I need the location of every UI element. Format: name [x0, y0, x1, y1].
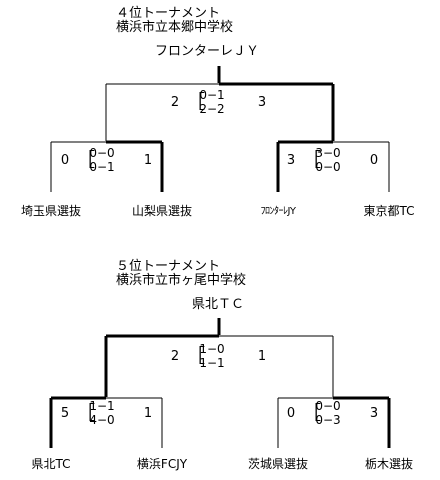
- t2-team-1: 県北TC: [31, 457, 71, 471]
- t1-semi2-half2: 0−0: [315, 160, 341, 174]
- t1-final-half1: 0−1: [199, 88, 225, 102]
- t2-semi1-right-goals: 1: [143, 406, 153, 421]
- t2-final-bracket-open: ［: [186, 345, 206, 367]
- t2-semi2-half1: 0−0: [315, 399, 341, 413]
- t2-semi1-half2: 4−0: [89, 413, 115, 427]
- t1-final-right-goals: 3: [257, 95, 267, 110]
- t1-semi1-left-goals: 0: [60, 153, 70, 168]
- t2-title: ５位トーナメント: [116, 259, 221, 274]
- t2-semi1-half1: 1−1: [89, 399, 115, 413]
- t1-team-2: 山梨県選抜: [131, 204, 192, 218]
- t2-final-half2: 1−1: [199, 356, 225, 370]
- t2-semi1-left-goals: 5: [60, 406, 70, 421]
- t2-final-half1: 1−0: [199, 342, 225, 356]
- t1-winner: フロンターレＪＹ: [155, 44, 260, 59]
- t2-team-4: 栃木選抜: [364, 457, 413, 471]
- t2-team-3: 茨城県選抜: [247, 457, 308, 471]
- t1-team-3: ﾌﾛﾝﾀｰﾚJY: [260, 206, 296, 217]
- t2-semi2-left-goals: 0: [286, 406, 296, 421]
- t1-semi2-bracket-open: ［: [302, 149, 322, 171]
- t1-semi2-right-goals: 0: [369, 153, 379, 168]
- t1-team-1: 埼玉県選抜: [20, 204, 81, 218]
- t2-venue: 横浜市立市ヶ尾中学校: [116, 273, 247, 288]
- t1-semi1-right-goals: 1: [143, 153, 153, 168]
- t1-venue: 横浜市立本郷中学校: [116, 20, 234, 35]
- t1-semi1-bracket-open: ［: [76, 149, 96, 171]
- t2-semi2-right-goals: 3: [369, 406, 379, 421]
- t1-team-4: 東京都TC: [363, 204, 415, 218]
- t2-semi2-bracket-open: ［: [302, 402, 322, 424]
- t2-winner: 県北ＴＣ: [192, 297, 245, 312]
- t1-final-bracket-open: ［: [186, 91, 206, 113]
- t2-final-right-goals: 1: [257, 349, 267, 364]
- t2-semi1-bracket-open: ［: [76, 402, 96, 424]
- t2-final-left-goals: 2: [170, 349, 180, 364]
- t2-team-2: 横浜FCJY: [136, 457, 188, 471]
- t1-semi2-left-goals: 3: [286, 153, 296, 168]
- t2-semi2-half2: 0−3: [315, 413, 341, 427]
- t1-title: ４位トーナメント: [116, 6, 221, 21]
- t1-final-left-goals: 2: [170, 95, 180, 110]
- t1-semi1-half2: 0−1: [89, 160, 115, 174]
- t1-semi2-half1: 3−0: [315, 146, 341, 160]
- t1-final-half2: 2−2: [199, 102, 225, 116]
- t1-semi1-half1: 0−0: [89, 146, 115, 160]
